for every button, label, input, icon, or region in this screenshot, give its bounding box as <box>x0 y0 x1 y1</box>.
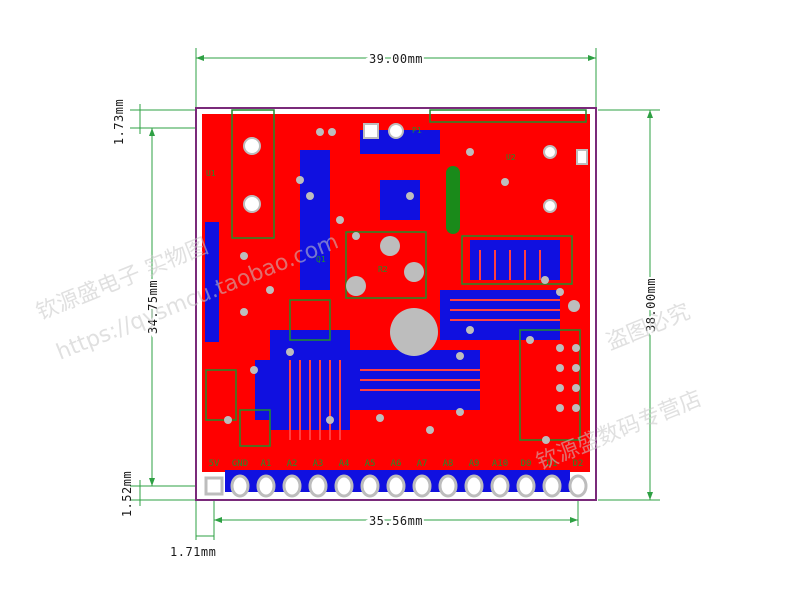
header-pin-pad <box>516 474 536 498</box>
header-pin-pad <box>438 474 458 498</box>
crystal-component <box>446 166 460 234</box>
dim-bottom-margin: 1.52mm <box>120 471 134 517</box>
header-pin-pad <box>334 474 354 498</box>
header-pin-label: A5 <box>365 459 376 469</box>
header-pin-label: D2 <box>573 459 584 469</box>
silk-u2: U2 <box>506 153 516 162</box>
mounting-hole <box>390 308 438 356</box>
dim-bottom-width: 35.56mm <box>369 514 423 528</box>
header-pin-pad <box>282 474 302 498</box>
dimension-lines <box>130 48 660 540</box>
header-pin-label: D1 <box>547 459 558 469</box>
silk-r2: R2 <box>378 265 388 274</box>
dim-left-height: 34.75mm <box>146 280 160 334</box>
silk-p1: P1 <box>412 126 422 135</box>
header-pin-row <box>204 474 588 498</box>
dim-top-width: 39.00mm <box>369 52 423 66</box>
header-pin-pad <box>256 474 276 498</box>
dim-right-height: 38.00mm <box>644 278 658 332</box>
header-pin-label: A1 <box>261 459 272 469</box>
dimension-arrows <box>149 55 653 523</box>
traces <box>289 250 560 440</box>
dim-left-offset: 1.71mm <box>170 545 216 559</box>
header-pin-label: A2 <box>287 459 298 469</box>
header-pin-pad <box>360 474 380 498</box>
header-pin-labels: 5V GND A1 A2 A3 A4 A5 A6 A7 A8 A9 A10 D0 D1 D2 <box>209 459 584 469</box>
header-pin-pad <box>568 474 588 498</box>
header-pin-label: GND <box>232 459 248 469</box>
header-pin-pad <box>230 474 250 498</box>
header-pin-label: A8 <box>443 459 454 469</box>
header-pin-label: A10 <box>492 459 508 469</box>
pcb-board: U1 P1 Q1 R2 U2 5V GND A1 A2 A3 A4 A5 A6 A7 A8 A9 A1… <box>195 107 597 501</box>
silk-u1: U1 <box>206 169 216 178</box>
pads <box>243 123 588 356</box>
header-pin-pad <box>412 474 432 498</box>
silk-q1: Q1 <box>316 255 326 264</box>
dim-top-margin: 1.73mm <box>112 99 126 145</box>
header-pin-label: A3 <box>313 459 324 469</box>
header-pin-pad <box>386 474 406 498</box>
vias <box>224 128 580 444</box>
header-pin-label: D0 <box>521 459 532 469</box>
header-pin-pad <box>308 474 328 498</box>
header-pin-pad <box>204 476 224 496</box>
header-pin-label: 5V <box>209 459 220 469</box>
header-pin-pad <box>490 474 510 498</box>
header-pin-pad <box>464 474 484 498</box>
header-pin-label: A9 <box>469 459 480 469</box>
header-pin-pad <box>542 474 562 498</box>
header-pin-label: A7 <box>417 459 428 469</box>
header-pin-label: A4 <box>339 459 350 469</box>
header-pin-label: A6 <box>391 459 402 469</box>
